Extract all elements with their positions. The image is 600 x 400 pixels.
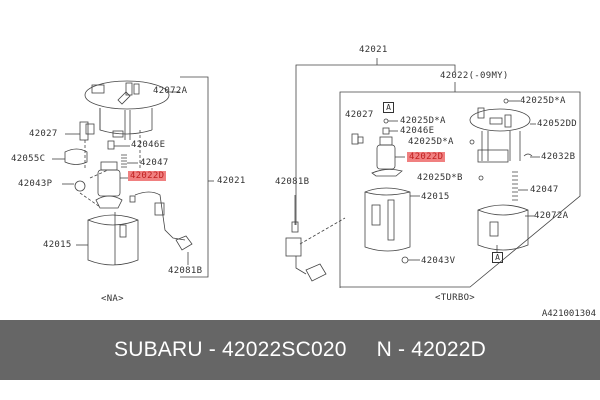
part-label-42025d-a-1[interactable]: 42025D*A bbox=[400, 116, 446, 126]
part-label-42081b-turbo[interactable]: 42081B bbox=[275, 177, 310, 187]
drawing-code: A421001304 bbox=[541, 309, 596, 319]
parts-diagram: 42072A 42027 42046E 42055C 42047 42022D … bbox=[11, 45, 596, 319]
group-label-42021-right: 42021 bbox=[359, 45, 388, 55]
ref-marker-a-bottom: A bbox=[492, 252, 503, 263]
group-label-42021-left: 42021 bbox=[217, 176, 246, 186]
part-label-42047[interactable]: 42047 bbox=[140, 158, 169, 168]
subgroup-label-42022: 42022(-09MY) bbox=[440, 71, 509, 81]
part-label-42022d-highlighted[interactable]: 42022D bbox=[128, 171, 167, 181]
part-label-42081b[interactable]: 42081B bbox=[168, 266, 203, 276]
part-label-42047-turbo[interactable]: 42047 bbox=[530, 185, 559, 195]
part-label-42027-turbo[interactable]: 42027 bbox=[345, 110, 374, 120]
part-label-42055c[interactable]: 42055C bbox=[11, 154, 46, 164]
part-label-42046e[interactable]: 42046E bbox=[131, 140, 166, 150]
exploded-view-drawing bbox=[52, 58, 581, 288]
part-label-42052dd[interactable]: 42052DD bbox=[537, 119, 578, 129]
variant-label-na: <NA> bbox=[101, 294, 124, 304]
part-label-42072a-turbo[interactable]: 42072A bbox=[534, 211, 569, 221]
part-label-42043v[interactable]: 42043V bbox=[421, 256, 456, 266]
oem-part-number: N - 42022D bbox=[376, 338, 486, 361]
part-label-42072a[interactable]: 42072A bbox=[153, 86, 188, 96]
part-label-42043p[interactable]: 42043P bbox=[18, 179, 53, 189]
part-label-42025d-a-3[interactable]: 42025D*A bbox=[520, 96, 566, 106]
part-label-42015[interactable]: 42015 bbox=[43, 240, 72, 250]
part-label-42027[interactable]: 42027 bbox=[29, 129, 58, 139]
part-label-42032b[interactable]: 42032B bbox=[541, 152, 576, 162]
part-label-42025d-b[interactable]: 42025D*B bbox=[417, 173, 463, 183]
part-number-banner: SUBARU - 42022SC020 N - 42022D bbox=[0, 320, 600, 380]
ref-marker-a-top: A bbox=[383, 102, 394, 113]
part-label-42046e-turbo[interactable]: 42046E bbox=[400, 126, 435, 136]
part-label-42015-turbo[interactable]: 42015 bbox=[421, 192, 450, 202]
brand-part-number: SUBARU - 42022SC020 bbox=[114, 338, 347, 361]
part-label-42022d-turbo-highlighted[interactable]: 42022D bbox=[407, 152, 446, 162]
variant-label-turbo: <TURBO> bbox=[435, 293, 476, 303]
part-label-42025d-a-2[interactable]: 42025D*A bbox=[408, 137, 454, 147]
